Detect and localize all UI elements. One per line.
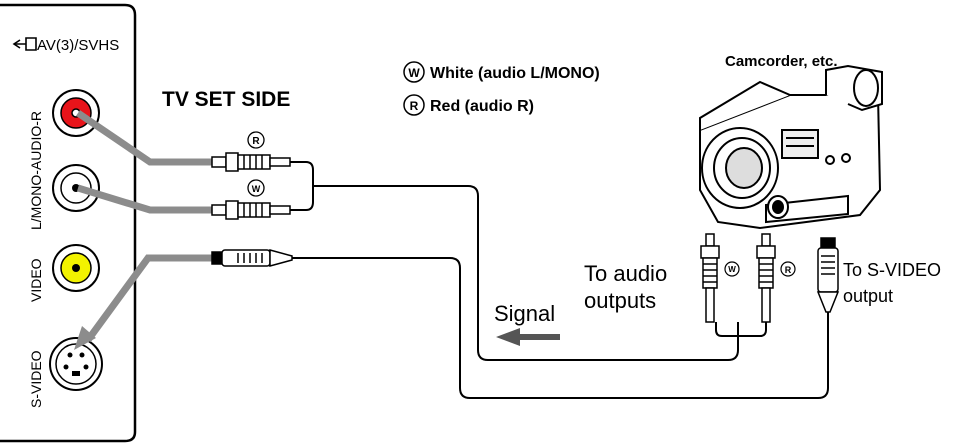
tv-white-plug: [211, 200, 291, 220]
svideo-line: [85, 254, 212, 343]
cam-white-plug: [700, 233, 720, 323]
tv-side-label: TV SET SIDE: [162, 88, 290, 111]
svideo-output-label-line1: To S-VIDEO: [843, 260, 941, 280]
signal-arrow-icon: [496, 328, 560, 346]
legend-red: R Red (audio R): [403, 94, 534, 116]
audio-outputs-label-line1: To audio: [584, 261, 667, 286]
camcorder-label: Camcorder, etc.: [725, 53, 838, 70]
svg-text:R: R: [785, 265, 792, 275]
svg-text:R: R: [252, 136, 260, 147]
cables: [290, 161, 829, 399]
cam-plug-white-marker: W: [724, 261, 740, 277]
red-line: [76, 110, 212, 166]
svg-text:W: W: [252, 184, 261, 194]
legend-white: W White (audio L/MONO): [403, 61, 600, 83]
audio-jack-label: L/MONO-AUDIO-R: [28, 111, 44, 230]
audio-r-jack[interactable]: [52, 89, 100, 137]
video-jack-label: VIDEO: [28, 258, 44, 302]
white-line: [76, 184, 212, 214]
gray-connection-lines: [76, 110, 212, 343]
input-label: AV(3)/SVHS: [37, 37, 119, 54]
cam-plug-red-marker: R: [780, 261, 796, 277]
cam-svideo-plug: [816, 237, 840, 313]
camcorder-icon: [699, 64, 883, 230]
tv-svideo-plug: [211, 249, 293, 267]
cam-red-plug: [756, 233, 776, 323]
tv-red-plug: [211, 152, 291, 172]
legend-red-marker: R: [410, 99, 419, 113]
video-jack[interactable]: [52, 244, 100, 292]
audio-l-mono-jack[interactable]: [52, 164, 100, 212]
svideo-pointer-arrowhead: [74, 326, 96, 350]
legend-white-label: White (audio L/MONO): [430, 65, 600, 82]
legend-red-label: Red (audio R): [430, 98, 534, 115]
svideo-jack[interactable]: [49, 337, 103, 391]
svg-text:W: W: [728, 265, 736, 274]
audio-outputs-label-line2: outputs: [584, 288, 656, 313]
input-arrow-icon: [12, 37, 37, 51]
legend-white-marker: W: [408, 66, 420, 80]
tv-plug-red-marker: R: [247, 131, 265, 149]
svideo-jack-label: S-VIDEO: [28, 350, 44, 408]
svideo-output-label-line2: output: [843, 286, 893, 306]
tv-plug-white-marker: W: [247, 179, 265, 197]
tv-input-panel: AV(3)/SVHS L/MONO-AUDIO-R VIDEO S-VIDEO: [0, 3, 137, 443]
signal-label: Signal: [494, 301, 555, 326]
